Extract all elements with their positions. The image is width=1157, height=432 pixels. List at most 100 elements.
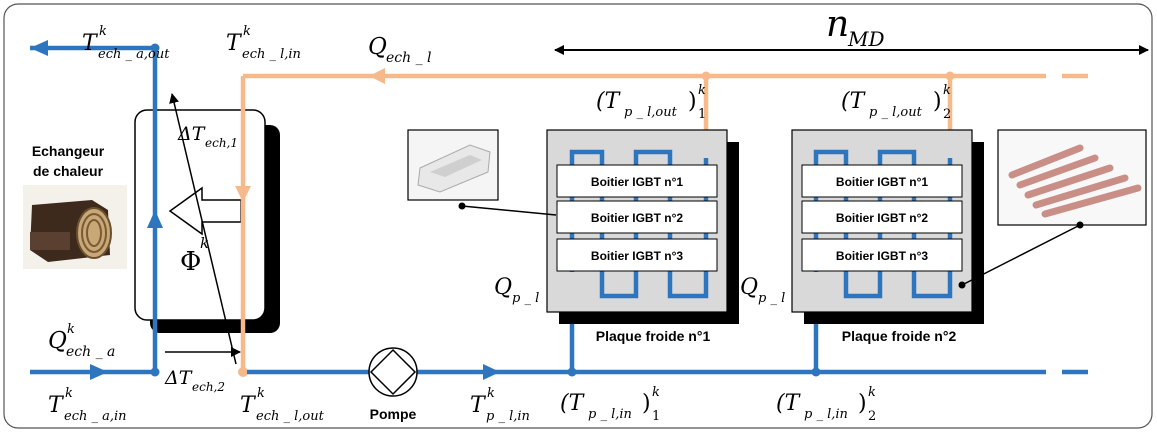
air-in-arrow-icon xyxy=(90,364,108,380)
svg-text:ech _ l,in: ech _ l,in xyxy=(242,47,301,62)
svg-text:Φ: Φ xyxy=(180,247,201,277)
svg-text:p _ l,out: p _ l,out xyxy=(869,105,923,120)
igbt-label: Boitier IGBT n°2 xyxy=(591,211,683,225)
svg-text:): ) xyxy=(688,89,697,114)
svg-text:k: k xyxy=(257,386,265,401)
svg-text:ech _ l: ech _ l xyxy=(386,50,432,66)
svg-text:k: k xyxy=(200,234,209,252)
svg-text:ΔT: ΔT xyxy=(177,123,206,145)
svg-text:T: T xyxy=(470,393,487,418)
label-tp-out-1: (T p _ l,out ) 1 k xyxy=(596,83,706,122)
svg-text:p _ l,in: p _ l,in xyxy=(486,409,530,424)
igbt-photo xyxy=(407,129,557,216)
igbt-box xyxy=(556,164,718,198)
svg-text:k: k xyxy=(487,386,495,401)
plate-title: Plaque froide n°2 xyxy=(842,328,957,344)
svg-text:ech _ a,out: ech _ a,out xyxy=(98,47,170,62)
exchanger-pipe-icon xyxy=(30,232,70,250)
hot-flow-arrow-icon xyxy=(369,68,385,84)
label-tp-in-1: (T p _ l,in ) 1 k xyxy=(560,385,660,424)
svg-text:): ) xyxy=(858,391,867,416)
svg-text:(T: (T xyxy=(560,391,586,416)
svg-text:k: k xyxy=(65,386,73,401)
label-tp-in-2: (T p _ l,in ) 2 k xyxy=(776,385,876,424)
igbt-box xyxy=(801,200,963,234)
svg-text:Q: Q xyxy=(740,275,758,300)
svg-text:1: 1 xyxy=(698,107,706,122)
label-delta-t2: ΔT ech,2 xyxy=(164,367,225,394)
svg-text:Q: Q xyxy=(368,34,387,60)
svg-text:MD: MD xyxy=(847,27,885,51)
svg-text:ech _ l,out: ech _ l,out xyxy=(256,409,325,424)
heat-exchanger xyxy=(134,109,280,333)
label-t-ech-a-in: T k ech _ a,in xyxy=(48,386,127,424)
igbt-box xyxy=(556,200,718,234)
svg-text:Q: Q xyxy=(494,275,512,300)
heat-exchanger-photo xyxy=(23,185,127,269)
pump: Pompe xyxy=(368,347,418,422)
svg-text:1: 1 xyxy=(652,409,660,424)
cold-plate-2: Boitier IGBT n°1 Boitier IGBT n°2 Boitie… xyxy=(791,129,984,344)
svg-text:): ) xyxy=(642,391,651,416)
igbt-label: Boitier IGBT n°3 xyxy=(836,249,928,263)
svg-text:k: k xyxy=(943,83,951,98)
delta-t1-arrow xyxy=(169,93,237,365)
igbt-leader xyxy=(461,205,557,216)
cold-flow-arrow-icon xyxy=(483,364,500,380)
svg-text:ech,2: ech,2 xyxy=(192,380,225,394)
svg-text:k: k xyxy=(698,83,706,98)
igbt-label: Boitier IGBT n°1 xyxy=(591,175,683,189)
svg-text:k: k xyxy=(652,385,660,400)
svg-text:T: T xyxy=(240,393,257,418)
svg-text:(T: (T xyxy=(841,89,867,114)
coldplate-pipes-icon xyxy=(1008,144,1142,218)
label-t-ech-l-in: T k ech _ l,in xyxy=(226,24,301,62)
igbt-box xyxy=(801,164,963,198)
air-out-arrow-icon xyxy=(30,40,48,56)
svg-text:T: T xyxy=(82,31,99,56)
svg-text:k: k xyxy=(243,24,251,39)
svg-text:2: 2 xyxy=(943,107,951,122)
air-up-arrow-icon xyxy=(147,210,163,228)
svg-text:ech _ a,in: ech _ a,in xyxy=(64,409,127,424)
igbt-box xyxy=(556,238,718,272)
coldplate-leader xyxy=(961,224,1081,286)
hot-down-arrow-icon xyxy=(235,186,251,202)
svg-text:n: n xyxy=(826,4,849,45)
igbt-box xyxy=(801,238,963,272)
label-q-ech-l: Q ech _ l xyxy=(368,34,432,66)
cold-plate-1: Boitier IGBT n°1 Boitier IGBT n°2 Boitie… xyxy=(546,129,739,344)
svg-text:T: T xyxy=(226,31,243,56)
svg-text:2: 2 xyxy=(868,409,876,424)
svg-text:(T: (T xyxy=(776,391,802,416)
pump-icon xyxy=(369,348,417,396)
heat-exchanger-title-line1: Echangeur xyxy=(32,143,105,159)
label-t-ech-a-out: T k ech _ a,out xyxy=(82,24,170,62)
svg-text:p _ l,in: p _ l,in xyxy=(804,407,848,422)
igbt-label: Boitier IGBT n°3 xyxy=(591,249,683,263)
coldplate-photo xyxy=(958,129,1147,289)
svg-text:k: k xyxy=(99,24,107,39)
svg-text:p _ l: p _ l xyxy=(512,291,539,306)
svg-text:p _ l,in: p _ l,in xyxy=(588,407,632,422)
svg-text:ΔT: ΔT xyxy=(164,367,193,389)
svg-text:k: k xyxy=(868,385,876,400)
svg-text:p _ l,out: p _ l,out xyxy=(624,105,678,120)
label-qp-2: Q p _ l xyxy=(740,275,785,306)
heat-flow-arrow-icon xyxy=(168,186,242,236)
svg-text:ech,1: ech,1 xyxy=(205,136,238,150)
label-tp-in: T k p _ l,in xyxy=(470,386,530,424)
label-n-md: n MD xyxy=(826,4,885,51)
label-phi: Φ k xyxy=(180,234,209,277)
igbt-label: Boitier IGBT n°1 xyxy=(836,175,928,189)
igbt-label: Boitier IGBT n°2 xyxy=(836,211,928,225)
plate-title: Plaque froide n°1 xyxy=(596,328,711,344)
label-q-ech-a: Q k ech _ a xyxy=(48,322,115,360)
label-qp-1: Q p _ l xyxy=(494,275,539,306)
svg-text:ech _ a: ech _ a xyxy=(66,344,115,360)
svg-text:(T: (T xyxy=(596,89,622,114)
svg-text:k: k xyxy=(67,322,75,337)
label-delta-t1: ΔT ech,1 xyxy=(177,123,238,150)
